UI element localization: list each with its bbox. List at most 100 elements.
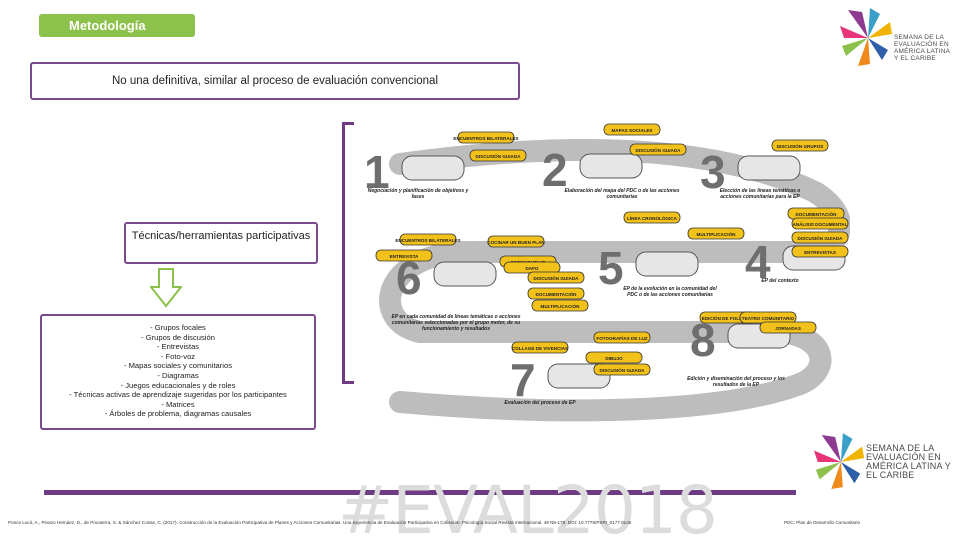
step-number: 7 [510,354,536,406]
technique-tag: ANÁLISIS DOCUMENTAL [791,217,849,230]
technique-item: - Grupos focales [150,323,206,332]
people-illustration [737,155,801,181]
people-illustration [401,155,465,181]
tag-label: DOCUMENTACIÓN [795,210,837,217]
step-caption: EP de la evolución en la comunidad del P… [623,286,717,298]
section-badge: Metodología [39,14,195,37]
techniques-title-box: Técnicas/herramientas participativas [124,222,318,264]
technique-tag: ENCUENTROS BILATERALES [395,233,461,246]
technique-item: - Árboles de problema, diagramas causale… [104,409,252,419]
technique-tag: DISCUSIÓN GUIADA [593,363,651,376]
event-logo-bottom: SEMANA DE LA EVALUACIÓN EN AMÉRICA LATIN… [812,432,960,494]
tag-label: COLLAGE DE VIVENCIAS [512,346,568,351]
step-caption: EP del contexto [761,278,799,284]
tag-label: ENTREVISTA [390,254,419,259]
technique-tag: DISCUSIÓN GUIADA [629,143,687,156]
tag-label: MAPAS SOCIALES [611,128,652,133]
tag-label: DISCUSIÓN GUIADA [636,146,682,153]
tag-label: ENCUENTROS BILATERALES [453,136,518,141]
tag-label: TEATRO COMUNITARIO [742,316,795,321]
step-number: 1 [364,146,390,198]
technique-tag: TEATRO COMUNITARIO [739,311,797,324]
tag-label: DISCUSIÓN GRUPOS [777,142,824,149]
people-illustration [579,153,643,179]
step-caption: Edición y diseminación del proceso y los… [687,376,785,388]
technique-tag: DISCUSIÓN GRUPOS [771,139,829,152]
tag-label: DAFO [525,266,538,271]
tag-label: EDICIÓN DE FOLLETOS [702,314,755,321]
technique-item: - Mapas sociales y comunitarios [123,361,233,371]
tag-label: ANÁLISIS DOCUMENTAL [792,221,847,227]
technique-item: - Juegos educacionales y de roles [120,380,236,390]
step-caption: EP en cada comunidad de líneas temáticas… [391,314,521,332]
technique-tag: COCINAR UN BUEN PLAN [487,235,545,248]
logo-mark-icon [840,8,892,66]
citation: Ponce Lucó, A., Pinazo Hernáez, D., de P… [8,520,632,525]
step-caption: Elección de las líneas temáticas o accio… [719,188,801,200]
process-track [379,138,850,422]
technique-tag: ENTREVISTAS [791,245,849,258]
tag-label: COCINAR UN BUEN PLAN [487,240,545,245]
step-number: 3 [700,146,726,198]
technique-tag: DISCUSIÓN GUIADA [527,271,585,284]
step-caption: Evaluación del proceso de EP [504,400,576,406]
people-illustration [433,261,497,287]
tag-label: MULTIPLICACIÓN [697,230,737,237]
diagram-tags: ENCUENTROS BILATERALES DISCUSIÓN GUIADA MA… [375,123,849,376]
step-number: 2 [542,144,568,196]
technique-item: - Diagramas [157,370,199,380]
technique-item: - Matrices [161,399,195,409]
technique-tag: ENCUENTROS BILATERALES [453,131,519,144]
technique-item: - Foto-voz [160,351,196,361]
technique-tag: ENTREVISTA [375,249,433,262]
tag-label: DISCUSIÓN GUIADA [534,274,580,281]
technique-tag: DISCUSIÓN GUIADA [469,149,527,162]
event-hashtag: #EVAL2018 [338,472,718,540]
bracket-divider [342,122,354,384]
logo-text: SEMANA DE LA EVALUACIÓN EN AMÉRICA LATIN… [866,443,951,480]
technique-tag: DAFO [503,261,561,274]
tag-label: JORNADAS [775,326,801,331]
technique-item: - Grupos de discusión [141,332,215,342]
step-number: 4 [745,236,771,288]
intro-box: No una definitiva, similar al proceso de… [30,62,520,100]
technique-item: - Técnicas activas de aprendizaje sugeri… [69,390,287,400]
technique-tag: JORNADAS [759,321,817,334]
technique-tag: LÍNEA CRONOLÓGICA [623,211,681,224]
technique-item: - Entrevistas [156,342,200,352]
tag-label: DIBUJO [605,356,623,361]
down-arrow-icon [150,268,182,308]
technique-tag: MULTIPLICACIÓN [531,299,589,312]
logo-text: SEMANA DE LA EVALUACIÓN EN AMÉRICA LATIN… [894,34,950,62]
technique-tag: COLLAGE DE VIVENCIAS [511,341,569,354]
techniques-list-box: - Grupos focales- Grupos de discusión- E… [40,314,316,430]
logo-mark-icon [813,433,865,490]
techniques-list: - Grupos focales- Grupos de discusión- E… [42,323,314,419]
people-illustration [635,251,699,277]
footer-divider [44,490,796,495]
tag-label: MULTIPLICACIÓN [541,302,581,309]
tag-label: DISCUSIÓN GUIADA [476,152,522,159]
tag-label: DISCUSIÓN GUIADA [600,366,646,373]
techniques-title: Técnicas/herramientas participativas [131,230,311,242]
technique-tag: DOCUMENTACIÓN [527,287,585,300]
footnote: PDC: Plan de Desarrollo Comunitario [784,520,861,525]
tag-label: FOTOGRAFÍAS DE LUZ [596,334,647,341]
step-caption: Elaboración del mapa del PDC o de las ac… [564,188,680,200]
technique-tag: MULTIPLICACIÓN [687,227,745,240]
event-logo-top: SEMANA DE LA EVALUACIÓN EN AMÉRICA LATIN… [838,8,954,70]
tag-label: DOCUMENTACIÓN [535,290,577,297]
tag-label: DISCUSIÓN GUIADA [798,234,844,241]
step-number: 5 [598,242,624,294]
tag-label: ENCUENTROS BILATERALES [395,238,460,243]
step-caption: Negociación y planificación de objetivos… [367,188,469,200]
tag-label: LÍNEA CRONOLÓGICA [627,214,678,221]
technique-tag: DOCUMENTACIÓN [787,207,845,220]
intro-text: No una definitiva, similar al proceso de… [111,75,439,87]
technique-tag: DISCUSIÓN GUIADA [791,231,849,244]
tag-label: ENTREVISTAS [804,250,836,255]
